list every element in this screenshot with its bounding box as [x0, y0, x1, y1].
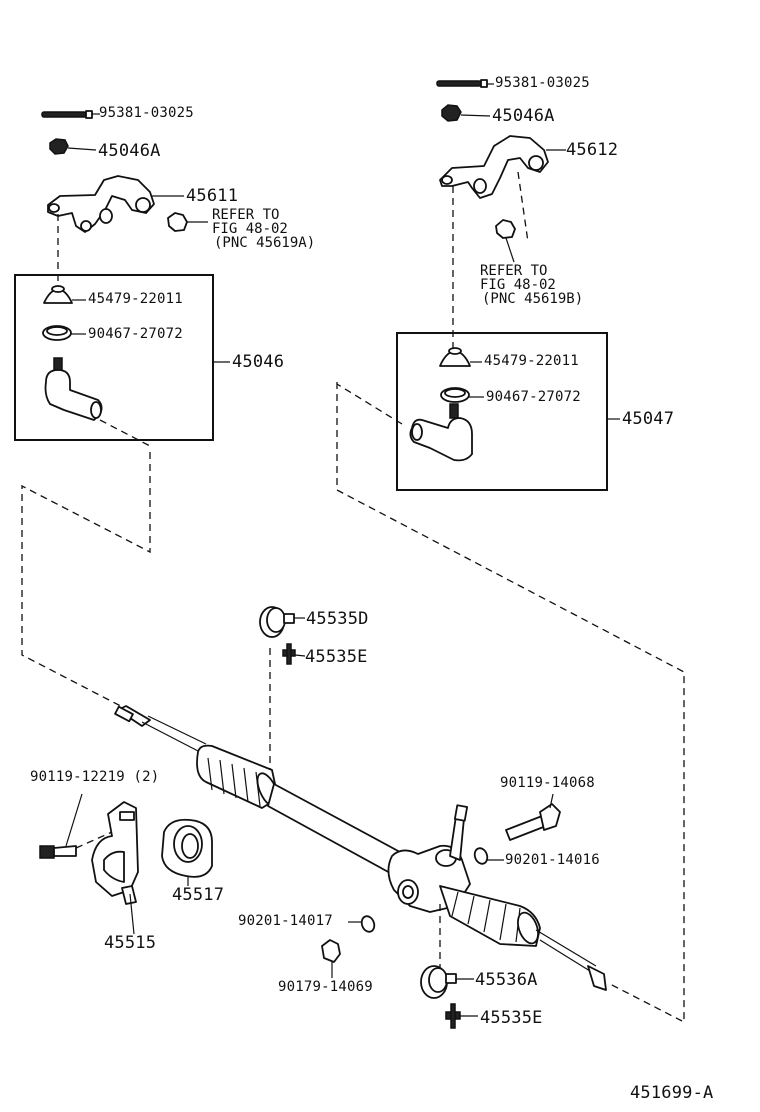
left-refer-line1: REFER TO: [212, 207, 280, 223]
right-tie-rod-end-box: [396, 332, 608, 491]
right-tie-rod-end-icon: [409, 403, 473, 462]
lower-boot-clamp-label: 45536A: [475, 970, 538, 990]
left-refer-line2: FIG 48-02: [212, 221, 288, 237]
bracket-label: 45515: [104, 933, 157, 953]
right-refer-line3: (PNC 45619B): [482, 291, 584, 307]
bracket-bolt-label: 90119-12219 (2): [30, 769, 160, 785]
left-tie-rod-end-label: 45046: [232, 352, 285, 372]
right-knuckle-nut-icon: [495, 219, 516, 239]
right-cotter-pin-icon: [436, 79, 488, 88]
lower-nut-label: 90179-14069: [278, 979, 373, 995]
left-clamp-ring-label: 90467-27072: [88, 326, 183, 342]
left-cotter-pin-icon: [41, 110, 93, 119]
upper-boot-clamp-label: 45535D: [306, 609, 369, 629]
right-refer-line2: FIG 48-02: [480, 277, 556, 293]
right-nut-label: 45046A: [492, 106, 555, 126]
left-cotter-pin-label: 95381-03025: [99, 105, 194, 121]
left-knuckle-arm-label: 45611: [186, 186, 239, 206]
mount-bolt-label: 90119-14068: [500, 775, 595, 791]
right-dust-boot-label: 45479-22011: [484, 353, 579, 369]
lower-nut-icon: [321, 939, 341, 963]
right-clamp-ring-icon: [440, 387, 470, 403]
steering-rack-icon: [114, 705, 607, 991]
lower-clip-label: 45535E: [480, 1008, 543, 1028]
left-washer-icon: [360, 915, 376, 933]
left-knuckle-nut-icon: [167, 212, 188, 232]
upper-clip-label: 45535E: [305, 647, 368, 667]
right-washer-icon: [473, 847, 489, 865]
left-refer-line3: (PNC 45619A): [214, 235, 316, 251]
lower-clip-icon: [445, 1003, 461, 1029]
upper-boot-clamp-icon: [259, 606, 295, 638]
left-tie-rod-end-icon: [44, 357, 103, 421]
upper-clip-icon: [282, 643, 296, 665]
right-washer-label: 90201-14016: [505, 852, 600, 868]
left-clamp-ring-icon: [42, 325, 72, 341]
right-cotter-pin-label: 95381-03025: [495, 75, 590, 91]
right-knuckle-arm-label: 45612: [566, 140, 619, 160]
left-nut-label: 45046A: [98, 141, 161, 161]
right-knuckle-arm-icon: [439, 135, 549, 199]
rack-bracket-icon: [91, 801, 139, 905]
left-washer-label: 90201-14017: [238, 913, 333, 929]
lower-boot-clamp-icon: [420, 965, 457, 999]
right-castle-nut-icon: [441, 104, 462, 122]
mount-bolt-icon: [505, 803, 561, 841]
left-tie-rod-end-box: [14, 274, 214, 441]
right-dust-boot-icon: [439, 347, 471, 367]
right-refer-line1: REFER TO: [480, 263, 548, 279]
bushing-label: 45517: [172, 885, 225, 905]
left-dust-boot-label: 45479-22011: [88, 291, 183, 307]
bracket-bolt-icon: [39, 845, 77, 859]
right-clamp-ring-label: 90467-27072: [486, 389, 581, 405]
rack-bushing-icon: [161, 818, 213, 878]
diagram-code: 451699-A: [630, 1083, 714, 1103]
left-castle-nut-icon: [49, 138, 69, 155]
left-knuckle-arm-icon: [47, 175, 155, 233]
right-tie-rod-end-label: 45047: [622, 409, 675, 429]
left-dust-boot-icon: [43, 285, 73, 304]
